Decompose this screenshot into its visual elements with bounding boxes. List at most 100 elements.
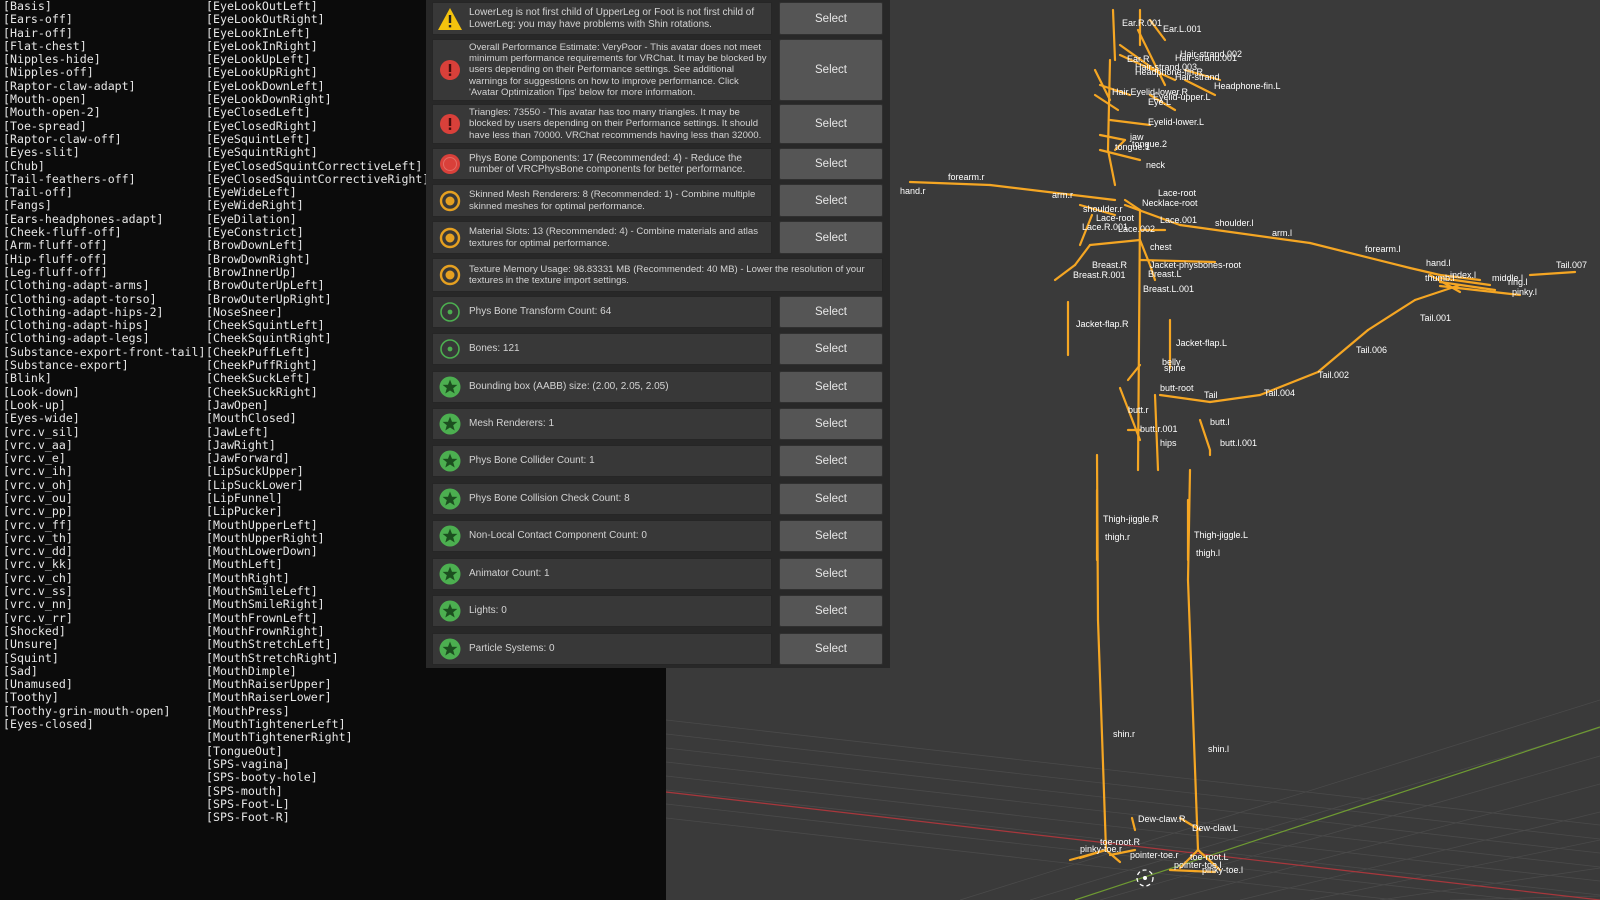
shape-key-item: [EyeDilation]	[206, 211, 297, 226]
bone[interactable]	[1258, 370, 1320, 397]
bone-label: Breast.L.001	[1143, 284, 1194, 294]
bone[interactable]	[1178, 223, 1312, 245]
select-button[interactable]: Select	[779, 39, 883, 101]
select-button[interactable]: Select	[779, 184, 883, 217]
select-button[interactable]: Select	[779, 371, 883, 403]
bone[interactable]	[1088, 238, 1142, 247]
bone[interactable]	[1438, 276, 1492, 287]
bone-label: Lace-root	[1158, 188, 1197, 198]
bone-label: toe-root.R	[1100, 837, 1141, 847]
select-button[interactable]: Select	[779, 333, 883, 365]
bone[interactable]	[1118, 53, 1177, 82]
bone[interactable]	[988, 183, 1117, 202]
select-button[interactable]: Select	[779, 595, 883, 627]
shape-key-item: [EyeClosedLeft]	[206, 105, 311, 120]
select-button[interactable]: Select	[779, 104, 883, 144]
bone[interactable]	[1053, 263, 1077, 282]
select-button[interactable]: Select	[779, 296, 883, 328]
bone[interactable]	[1118, 386, 1142, 442]
bone[interactable]	[1108, 848, 1137, 857]
bone-label: butt.l	[1210, 417, 1230, 427]
shape-key-item: [Hair-off]	[3, 25, 73, 40]
shape-key-item: [Unsure]	[3, 637, 59, 652]
performance-message-text: Non-Local Contact Component Count: 0	[469, 530, 647, 542]
bone-label: Thigh-jiggle.L	[1194, 530, 1248, 540]
bone[interactable]	[1178, 816, 1202, 832]
select-button[interactable]: Select	[779, 520, 883, 552]
select-button[interactable]: Select	[779, 558, 883, 590]
performance-row: Overall Performance Estimate: VeryPoor -…	[432, 39, 883, 101]
bone[interactable]	[1153, 393, 1160, 472]
bone[interactable]	[1413, 283, 1462, 302]
bone[interactable]	[1106, 58, 1112, 152]
bone[interactable]	[1078, 213, 1094, 247]
bone[interactable]	[1183, 68, 1222, 82]
select-button[interactable]: Select	[779, 408, 883, 440]
bone[interactable]	[1136, 208, 1142, 472]
bone[interactable]	[1316, 328, 1370, 374]
shape-key-item: [EyeLookInLeft]	[206, 25, 311, 40]
bone[interactable]	[1148, 18, 1167, 42]
armature-bones[interactable]	[908, 8, 1577, 874]
bone[interactable]	[1078, 203, 1117, 217]
bone[interactable]	[1168, 868, 1217, 874]
bone[interactable]	[1093, 93, 1120, 112]
3d-cursor-icon[interactable]	[1136, 869, 1154, 887]
bone[interactable]	[1098, 83, 1132, 97]
bone[interactable]	[1438, 273, 1482, 282]
bone[interactable]	[1123, 203, 1182, 227]
bone[interactable]	[1118, 43, 1157, 72]
shape-key-item: [Arm-fluff-off]	[3, 238, 108, 253]
shape-key-item: [JawLeft]	[206, 424, 269, 439]
bone-label: Tail.004	[1264, 388, 1295, 398]
bone[interactable]	[1111, 8, 1117, 62]
select-button[interactable]: Select	[779, 148, 883, 180]
bone[interactable]	[1178, 848, 1200, 870]
bone[interactable]	[1123, 198, 1142, 212]
select-button[interactable]: Select	[779, 221, 883, 254]
bone[interactable]	[1108, 118, 1152, 127]
bone[interactable]	[1528, 270, 1577, 277]
bone[interactable]	[1106, 148, 1117, 187]
bone[interactable]	[1408, 266, 1442, 277]
grid-line	[1239, 811, 1600, 900]
bone[interactable]	[1148, 93, 1177, 112]
bone[interactable]	[1438, 280, 1497, 292]
bone-label: Lace.001	[1160, 215, 1197, 225]
select-button[interactable]: Select	[779, 2, 883, 35]
select-button[interactable]: Select	[779, 483, 883, 515]
shape-key-item: [BrowDownLeft]	[206, 238, 304, 253]
bone[interactable]	[1078, 848, 1108, 860]
performance-row: Texture Memory Usage: 98.83331 MB (Recom…	[432, 258, 883, 292]
bone[interactable]	[1158, 393, 1212, 404]
bone[interactable]	[1113, 138, 1127, 152]
bone[interactable]	[1198, 418, 1212, 452]
bone[interactable]	[1183, 78, 1217, 97]
good-ring-icon	[437, 336, 463, 362]
excellent-star-icon	[437, 523, 463, 549]
bone[interactable]	[1186, 578, 1200, 852]
bone[interactable]	[908, 180, 992, 187]
bone[interactable]	[1093, 68, 1112, 102]
bone[interactable]	[1104, 848, 1122, 864]
bone[interactable]	[1130, 816, 1137, 832]
bone[interactable]	[1073, 243, 1092, 267]
bone[interactable]	[1098, 148, 1142, 162]
bone[interactable]	[1096, 618, 1108, 852]
select-button[interactable]: Select	[779, 445, 883, 477]
bone[interactable]	[1208, 393, 1262, 404]
bone[interactable]	[1308, 241, 1412, 270]
bone[interactable]	[1138, 258, 1217, 264]
bone[interactable]	[1126, 363, 1142, 382]
bone[interactable]	[1366, 298, 1417, 332]
bone[interactable]	[1148, 263, 1157, 282]
select-button[interactable]: Select	[779, 633, 883, 665]
grid-line	[1169, 783, 1600, 900]
bone[interactable]	[1136, 28, 1167, 87]
shape-key-item: [Tail-feathers-off]	[3, 171, 136, 186]
bone[interactable]	[1098, 133, 1127, 142]
bone[interactable]	[1196, 848, 1222, 872]
bone[interactable]	[1428, 273, 1462, 294]
bone-label: jaw	[1129, 132, 1144, 142]
